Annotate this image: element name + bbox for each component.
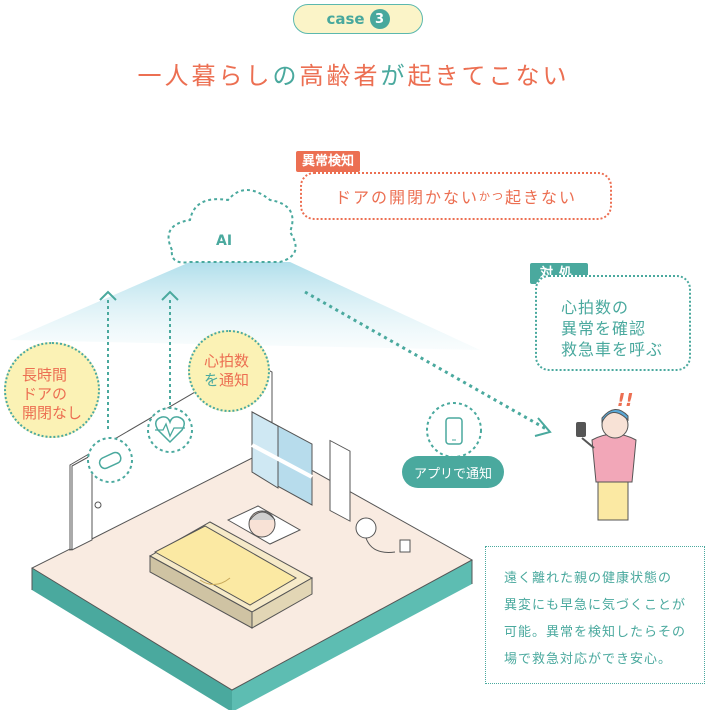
door — [71, 454, 93, 551]
response-bubble: 心拍数の 異常を確認 救急車を呼ぶ — [535, 275, 691, 371]
ai-sensing-beam — [10, 262, 480, 350]
detection-tag: 異常検知 — [296, 150, 361, 172]
note-line-2: 異変にも早急に気づくことが — [504, 598, 687, 613]
ai-label: AI — [216, 233, 233, 249]
heart-bubble-particle: を — [204, 371, 220, 389]
case-badge: case 3 — [293, 4, 423, 34]
room-base-left — [32, 568, 232, 710]
detection-text-end: 起きない — [505, 188, 578, 207]
detection-text-small: かつ — [479, 190, 505, 203]
note-line-1: 遠く離れた親の健康状態の — [504, 571, 673, 586]
title-part-1: 一人暮らし — [137, 62, 273, 90]
detection-tag-label: 異常検知 — [296, 151, 361, 172]
phone-icon — [426, 402, 482, 458]
exclamation-icon: !! — [617, 390, 634, 411]
heart-sensor-icon — [147, 407, 193, 453]
note-line-3: 可能。異常を検知したらその — [504, 625, 687, 640]
ai-cloud-icon — [167, 189, 297, 264]
wall-mirror — [329, 439, 351, 522]
door-bubble: 長時間 ドアの 開閉なし — [4, 342, 100, 438]
room-base-right — [232, 560, 472, 710]
heart-bubble-line-2: 通知 — [219, 371, 250, 389]
case-number: 3 — [369, 9, 390, 29]
door-bubble-line-2: ドアの — [22, 385, 68, 403]
door-sensor-icon — [87, 437, 133, 483]
title-part-5: 起きてこない — [407, 62, 570, 90]
note-line-4: 場で救急対応ができ安心。 — [504, 652, 673, 667]
door-bubble-line-1: 長時間 — [22, 366, 68, 384]
heart-bubble-line-1: 心拍数 — [204, 352, 250, 370]
page-title: 一人暮らしの高齢者が起きてこない — [0, 56, 707, 91]
detection-bubble: ドアの開閉かないかつ起きない — [300, 172, 612, 220]
response-line-3: 救急車を呼ぶ — [561, 340, 664, 359]
title-part-4: が — [380, 62, 408, 90]
heart-bubble: 心拍数 を通知 — [188, 330, 270, 412]
detection-text-main: ドアの開閉かない — [334, 188, 479, 207]
door-bubble-line-3: 開閉なし — [22, 404, 83, 422]
app-notification-badge: アプリで通知 — [402, 456, 504, 488]
description-note: 遠く離れた親の健康状態の 異変にも早急に気づくことが 可能。異常を検知したらその… — [485, 546, 705, 684]
lamp-icon — [355, 517, 377, 539]
response-line-2: 異常を確認 — [561, 319, 647, 338]
family-member — [576, 409, 637, 521]
case-label: case — [326, 10, 365, 28]
blanket — [153, 525, 297, 606]
title-part-2: の — [272, 62, 300, 90]
alert-arrow — [304, 290, 549, 432]
response-line-1: 心拍数の — [561, 298, 630, 317]
title-part-3: 高齢者 — [299, 62, 381, 90]
